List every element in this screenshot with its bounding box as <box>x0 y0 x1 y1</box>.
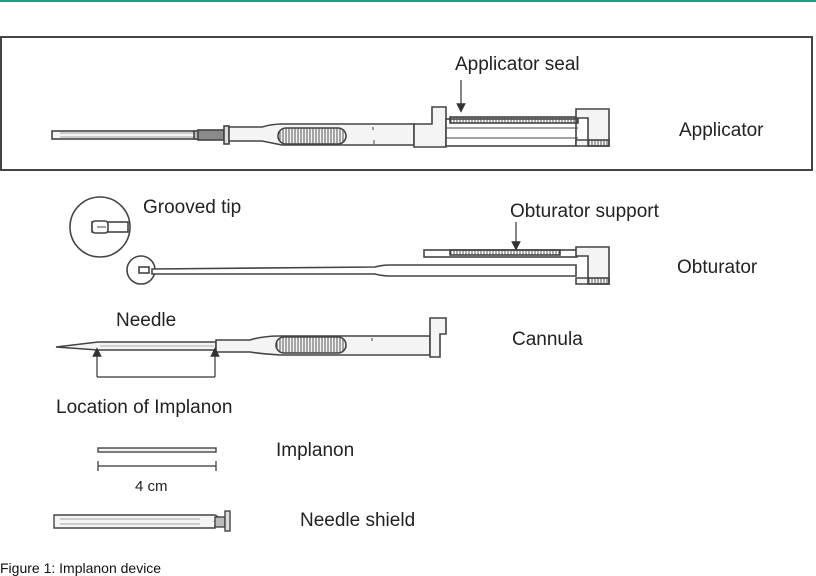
applicator-label: Applicator <box>679 120 764 141</box>
implanon-label: Implanon <box>276 440 355 461</box>
top-accent-rule <box>0 0 816 2</box>
needle-shield-label: Needle shield <box>300 510 416 531</box>
cannula-drawing <box>55 317 447 378</box>
figure-caption: Figure 1: Implanon device <box>0 560 162 576</box>
applicator-frame <box>0 36 813 171</box>
needle-shield-drawing <box>53 510 231 532</box>
obturator-label: Obturator <box>677 257 758 278</box>
implanon-drawing <box>97 447 217 471</box>
applicator-seal-label: Applicator seal <box>455 54 580 75</box>
obturator-drawing <box>69 196 610 285</box>
applicator-drawing <box>51 80 610 148</box>
cannula-label: Cannula <box>512 329 583 350</box>
obturator-support-label: Obturator support <box>510 201 659 222</box>
scale-label: 4 cm <box>135 478 168 495</box>
grooved-tip-label: Grooved tip <box>143 197 242 218</box>
location-of-implanon-label: Location of Implanon <box>56 397 233 418</box>
needle-label: Needle <box>116 310 177 331</box>
